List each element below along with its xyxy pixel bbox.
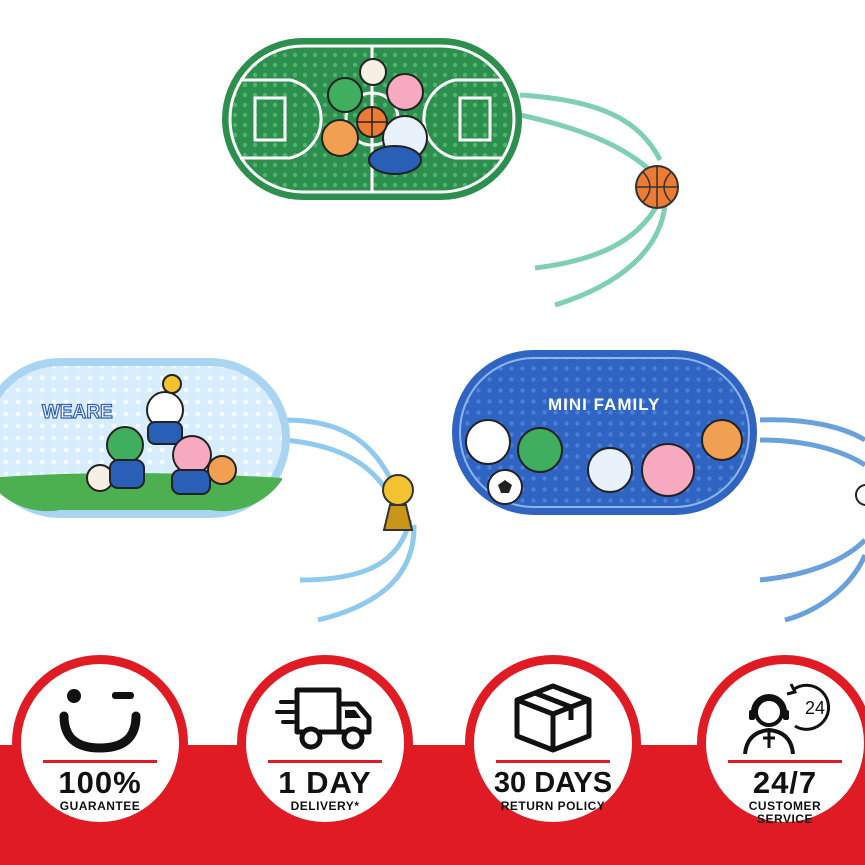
- badge-delivery: 1 DAY DELIVERY*: [237, 655, 413, 831]
- badge-guarantee-caption: GUARANTEE: [59, 799, 141, 813]
- product-showcase: WEARE MINI FAMILY: [0, 38, 865, 623]
- case-mini-family: MINI FAMILY: [452, 350, 865, 623]
- weare-text: WEARE: [42, 402, 113, 423]
- badge-return-title: 30 DAYS: [493, 767, 613, 799]
- badge-divider: [43, 760, 157, 763]
- badge-divider: [496, 760, 610, 763]
- case-weare: WEARE: [0, 358, 417, 623]
- basketball-charm-icon: [635, 165, 679, 209]
- support-24-label: 24: [805, 698, 825, 718]
- customer-support-24-icon: 24: [743, 683, 831, 754]
- badge-return: 30 DAYS RETURN POLICY: [465, 655, 641, 831]
- mini-family-text: MINI FAMILY: [548, 395, 660, 414]
- package-box-icon: [514, 683, 592, 753]
- badge-divider: [728, 760, 842, 763]
- badge-guarantee-title: 100%: [58, 765, 142, 800]
- trophy-charm-icon: [382, 474, 414, 531]
- case-basketball: [222, 38, 679, 308]
- delivery-truck-icon: [275, 687, 372, 750]
- badge-delivery-title: 1 DAY: [278, 765, 372, 800]
- badge-divider: [268, 760, 382, 763]
- badge-guarantee: 100% GUARANTEE: [12, 655, 188, 831]
- smile-wink-icon: [59, 689, 141, 753]
- badge-support-title: 24/7: [752, 765, 818, 800]
- badge-return-caption: RETURN POLICY: [500, 799, 606, 813]
- soccer-ball-icon: [487, 469, 523, 505]
- product-illustration: WEARE MINI FAMILY: [0, 38, 865, 623]
- badge-delivery-caption: DELIVERY*: [290, 799, 360, 813]
